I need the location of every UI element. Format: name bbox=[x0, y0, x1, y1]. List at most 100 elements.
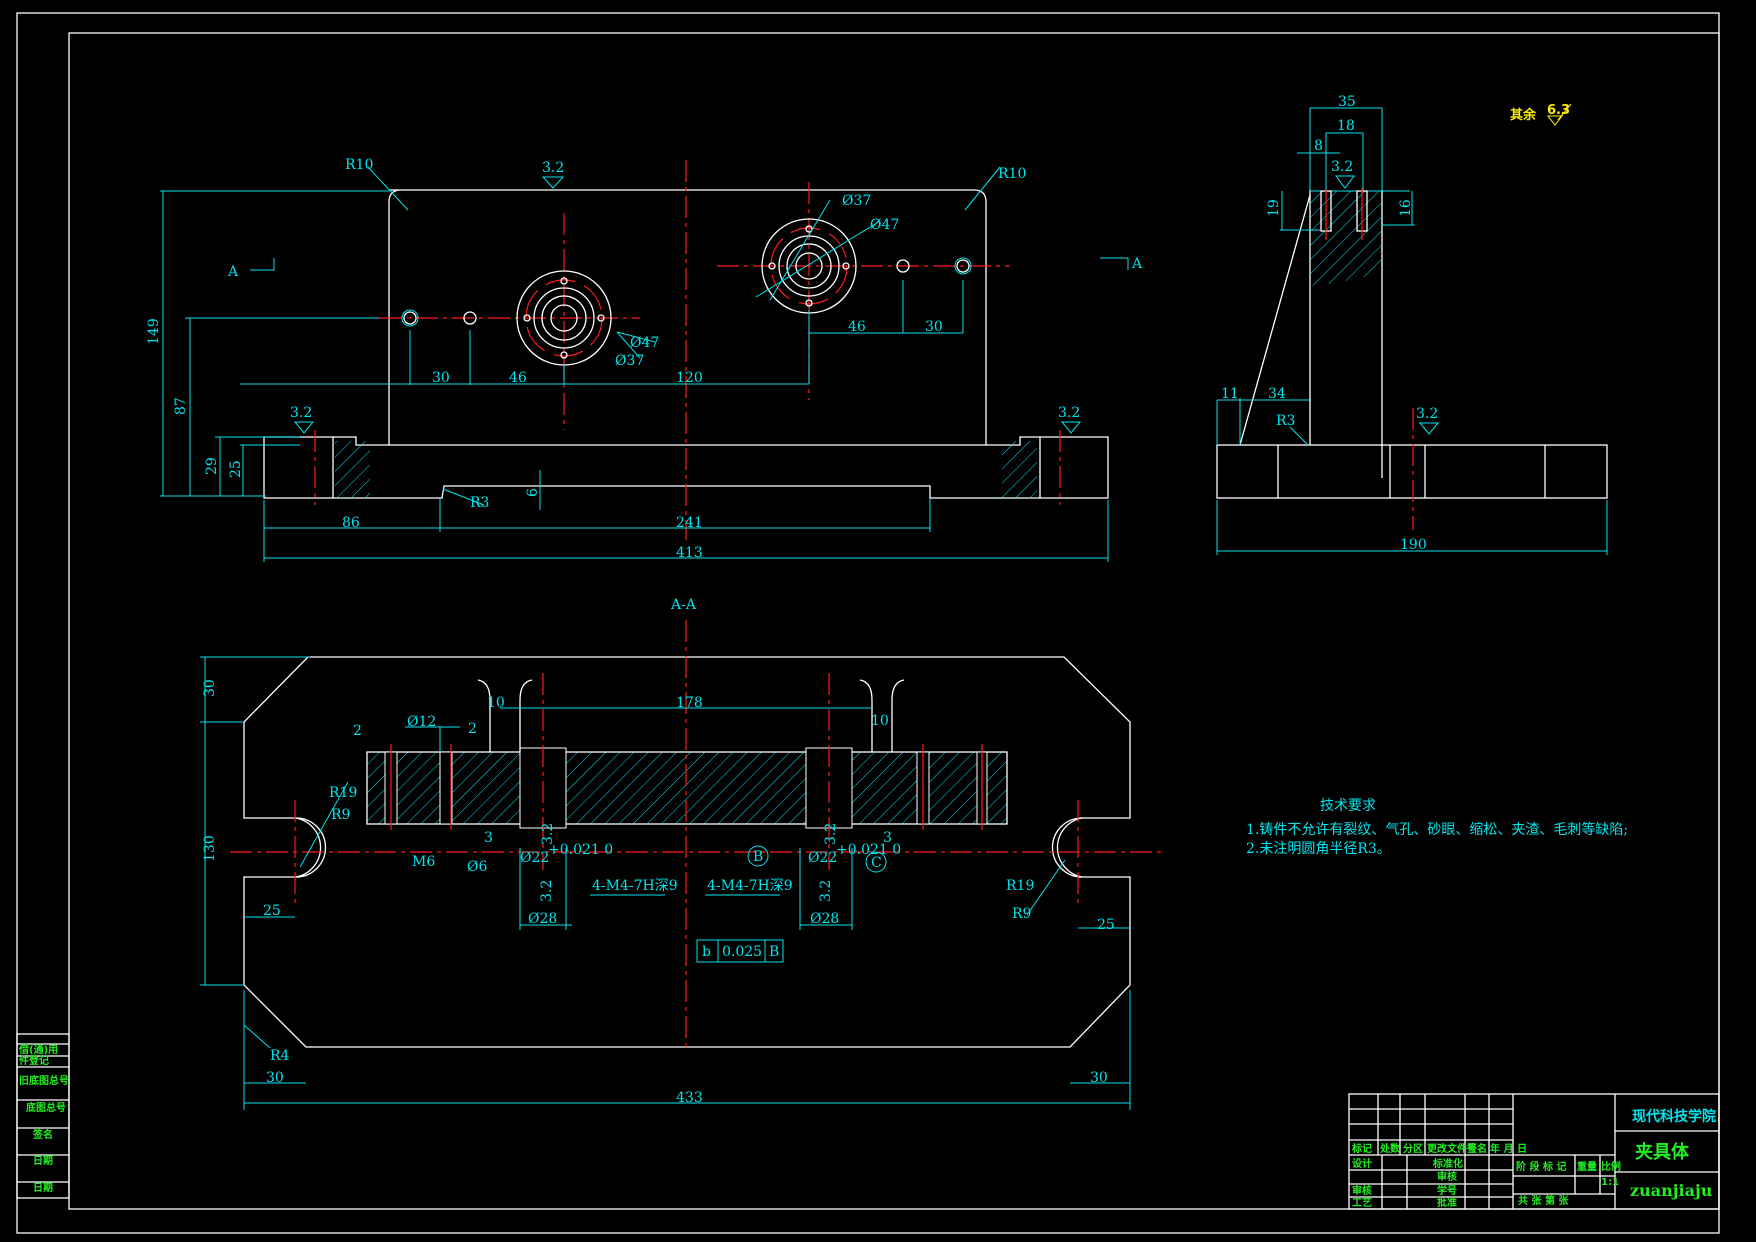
dim-413: 413 bbox=[676, 545, 703, 561]
tb-title: 夹具体 bbox=[1635, 1141, 1690, 1163]
sec-dim-2b: 2 bbox=[468, 721, 477, 737]
tech-item-2: 2.未注明圆角半径R3。 bbox=[1246, 841, 1391, 857]
side-dim-11: 11 bbox=[1221, 386, 1239, 402]
front-view: R10 R10 3.2 A A 149 87 29 25 6 30 46 120… bbox=[146, 157, 1143, 562]
tb-student-no: 学号 bbox=[1437, 1184, 1457, 1197]
sec-dim-d28a: Ø28 bbox=[528, 911, 557, 927]
side-dim-190: 190 bbox=[1400, 537, 1427, 553]
sec-dim-3b: 3 bbox=[883, 830, 892, 846]
sec-dim-178: 178 bbox=[676, 695, 703, 711]
dim-46: 46 bbox=[509, 370, 527, 386]
dim-d37a: Ø37 bbox=[615, 353, 644, 369]
rough-left: 3.2 bbox=[290, 405, 312, 421]
sec-dim-d22a: Ø22 bbox=[520, 850, 549, 866]
tb-h-date: 年 月 日 bbox=[1490, 1142, 1527, 1155]
section-label: A-A bbox=[670, 597, 697, 613]
dim-46b: 46 bbox=[848, 319, 866, 335]
sec-dim-10b: 10 bbox=[871, 713, 889, 729]
sec-thread-b: 4-M4-7H深9 bbox=[707, 878, 793, 894]
side-dim-8: 8 bbox=[1314, 138, 1323, 154]
side-dim-19: 19 bbox=[1266, 199, 1282, 217]
sec-dim-d6: Ø6 bbox=[467, 859, 487, 875]
tb-h-zone: 分区 bbox=[1403, 1142, 1423, 1155]
tb-h-mark: 标记 bbox=[1351, 1142, 1372, 1155]
strip-row-5: 签名 bbox=[32, 1128, 53, 1141]
sec-dim-25b: 25 bbox=[1097, 917, 1115, 933]
dim-30: 30 bbox=[432, 370, 450, 386]
side-dim-18: 18 bbox=[1337, 118, 1355, 134]
sec-dim-10a: 10 bbox=[487, 695, 505, 711]
left-revision-strip: 借(通)用 件登记 旧底图总号 底图总号 签名 日期 日期 bbox=[16, 1033, 70, 1199]
dim-r10-left: R10 bbox=[345, 157, 373, 173]
rough-right: 3.2 bbox=[1058, 405, 1080, 421]
dim-87: 87 bbox=[173, 397, 189, 415]
tb-design: 设计 bbox=[1352, 1157, 1372, 1170]
tb-stage: 阶 段 标 记 bbox=[1516, 1160, 1566, 1173]
gtol-datum: B bbox=[769, 944, 779, 960]
tb-standard: 标准化 bbox=[1432, 1157, 1463, 1170]
dim-25: 25 bbox=[228, 460, 244, 478]
side-view: 35 18 8 3.2 19 16 11 34 R3 3.2 190 其余 6.… bbox=[1216, 94, 1608, 555]
title-block: 标记 处数 分区 更改文件号 签名 年 月 日 设计 标准化 审核 审核 学号 … bbox=[1348, 1093, 1720, 1210]
strip-row-3: 旧底图总号 bbox=[19, 1074, 69, 1087]
sec-tol-a: +0.021 0 bbox=[548, 842, 613, 858]
dim-6: 6 bbox=[525, 488, 541, 497]
dim-r3: R3 bbox=[470, 495, 489, 511]
sec-dim-433: 433 bbox=[676, 1090, 703, 1106]
dim-d47a: Ø47 bbox=[630, 335, 659, 351]
datum-c: C bbox=[871, 855, 882, 871]
tb-code: zuanjiaju bbox=[1630, 1181, 1713, 1200]
sec-rough-c: 3.2 bbox=[823, 823, 839, 845]
datum-b: B bbox=[753, 849, 763, 865]
tb-scale-label: 比例 bbox=[1601, 1160, 1621, 1173]
sec-dim-25a: 25 bbox=[263, 903, 281, 919]
sec-rough-d: 3.2 bbox=[818, 880, 834, 902]
sec-rough-a: 3.2 bbox=[540, 823, 556, 845]
strip-row-2: 件登记 bbox=[19, 1054, 49, 1067]
default-roughness-label: 其余 bbox=[1510, 107, 1537, 123]
side-rough: 3.2 bbox=[1331, 159, 1353, 175]
sec-dim-3a: 3 bbox=[484, 830, 493, 846]
tech-item-1: 1.铸件不允许有裂纹、气孔、砂眼、缩松、夹渣、毛刺等缺陷; bbox=[1246, 821, 1628, 838]
strip-row-4: 底图总号 bbox=[26, 1101, 66, 1114]
dim-30b: 30 bbox=[925, 319, 943, 335]
rough-top: 3.2 bbox=[542, 160, 564, 176]
sec-dim-r9a: R9 bbox=[331, 807, 350, 823]
section-marker-right: A bbox=[1131, 256, 1143, 272]
tb-review1: 审核 bbox=[1437, 1170, 1457, 1183]
sec-dim-d22b: Ø22 bbox=[808, 850, 837, 866]
section-view: A-A bbox=[200, 597, 1165, 1110]
tb-h-doc: 更改文件号 bbox=[1427, 1142, 1477, 1155]
dim-d47b: Ø47 bbox=[870, 217, 899, 233]
strip-row-6: 日期 bbox=[33, 1154, 53, 1167]
sec-dim-30: 30 bbox=[202, 679, 218, 697]
tb-weight: 重量 bbox=[1577, 1160, 1597, 1173]
sec-dim-d28b: Ø28 bbox=[810, 911, 839, 927]
dim-86: 86 bbox=[342, 515, 360, 531]
sec-dim-m6: M6 bbox=[412, 854, 435, 870]
section-marker-left: A bbox=[227, 264, 239, 280]
sec-tol-b: +0.021 0 bbox=[836, 842, 901, 858]
gtol-value: 0.025 bbox=[722, 944, 762, 960]
tb-approve: 批准 bbox=[1437, 1196, 1457, 1209]
tb-school: 现代科技学院 bbox=[1632, 1108, 1716, 1125]
sec-rough-b: 3.2 bbox=[539, 880, 555, 902]
tb-sheets: 共 张 第 张 bbox=[1518, 1194, 1569, 1207]
sec-dim-30a: 30 bbox=[266, 1070, 284, 1086]
dim-241: 241 bbox=[676, 515, 703, 531]
tb-process: 工艺 bbox=[1352, 1196, 1372, 1209]
dim-d37b: Ø37 bbox=[842, 193, 871, 209]
sec-dim-30b: 30 bbox=[1090, 1070, 1108, 1086]
dim-29: 29 bbox=[204, 457, 220, 475]
side-rough-b: 3.2 bbox=[1416, 406, 1438, 422]
tb-h-sign: 签名 bbox=[1466, 1142, 1487, 1155]
dim-149: 149 bbox=[146, 318, 162, 345]
inner-border bbox=[68, 32, 1720, 1210]
sec-dim-r9b: R9 bbox=[1012, 906, 1031, 922]
tb-scale-value: 1:1 bbox=[1601, 1177, 1619, 1188]
sec-thread-a: 4-M4-7H深9 bbox=[592, 878, 678, 894]
gtol-symbol: b bbox=[702, 944, 711, 960]
tech-requirements: 技术要求 1.铸件不允许有裂纹、气孔、砂眼、缩松、夹渣、毛刺等缺陷; 2.未注明… bbox=[1246, 798, 1628, 857]
side-dim-34: 34 bbox=[1268, 386, 1286, 402]
